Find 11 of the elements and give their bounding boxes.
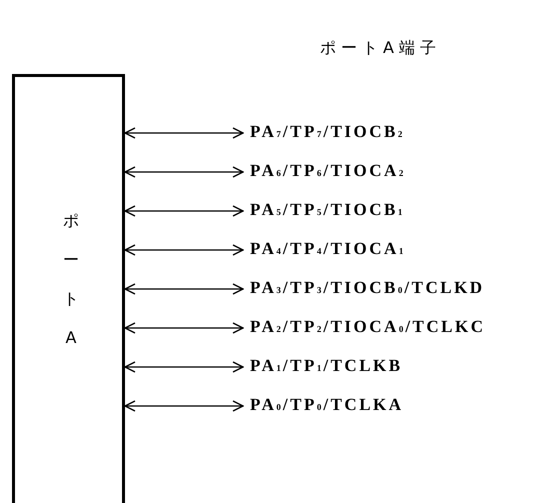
double-arrow [124,127,244,139]
double-arrow [124,361,244,373]
title: ポートA端子 [320,38,441,59]
double-arrow [124,400,244,412]
block-label: ポートA [63,210,79,349]
port-block [12,74,125,503]
double-arrow [124,322,244,334]
double-arrow [124,205,244,217]
double-arrow [124,244,244,256]
double-arrow [124,166,244,178]
double-arrow [124,283,244,295]
